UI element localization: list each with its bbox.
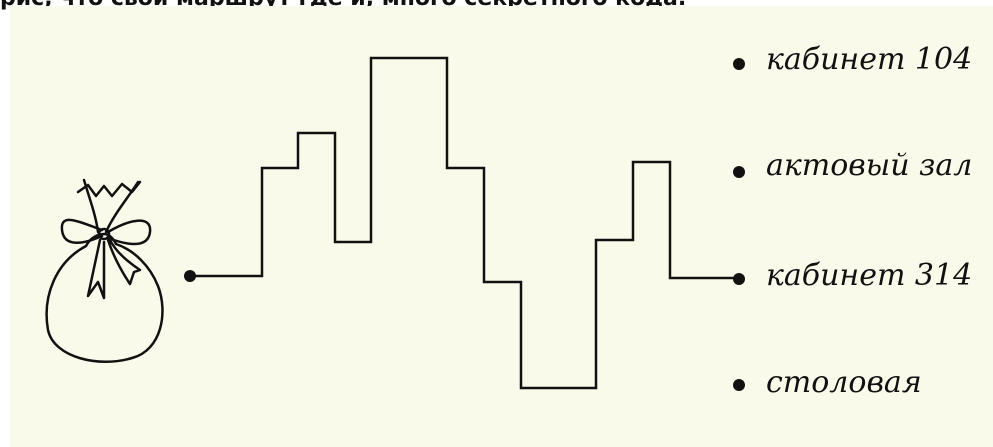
label-assembly-hall: актовый зал (766, 151, 972, 181)
route-start-dot (184, 270, 196, 282)
bullet-dot-2 (733, 166, 745, 178)
money-bag-icon (47, 180, 163, 362)
label-room-314: кабинет 314 (766, 261, 972, 291)
label-room-104: кабинет 104 (766, 45, 972, 75)
bullet-dot-4 (733, 379, 745, 391)
label-canteen: столовая (766, 368, 922, 398)
bullet-dot-1 (733, 58, 745, 70)
bullet-dot-3 (733, 273, 745, 285)
route-path (190, 58, 736, 388)
